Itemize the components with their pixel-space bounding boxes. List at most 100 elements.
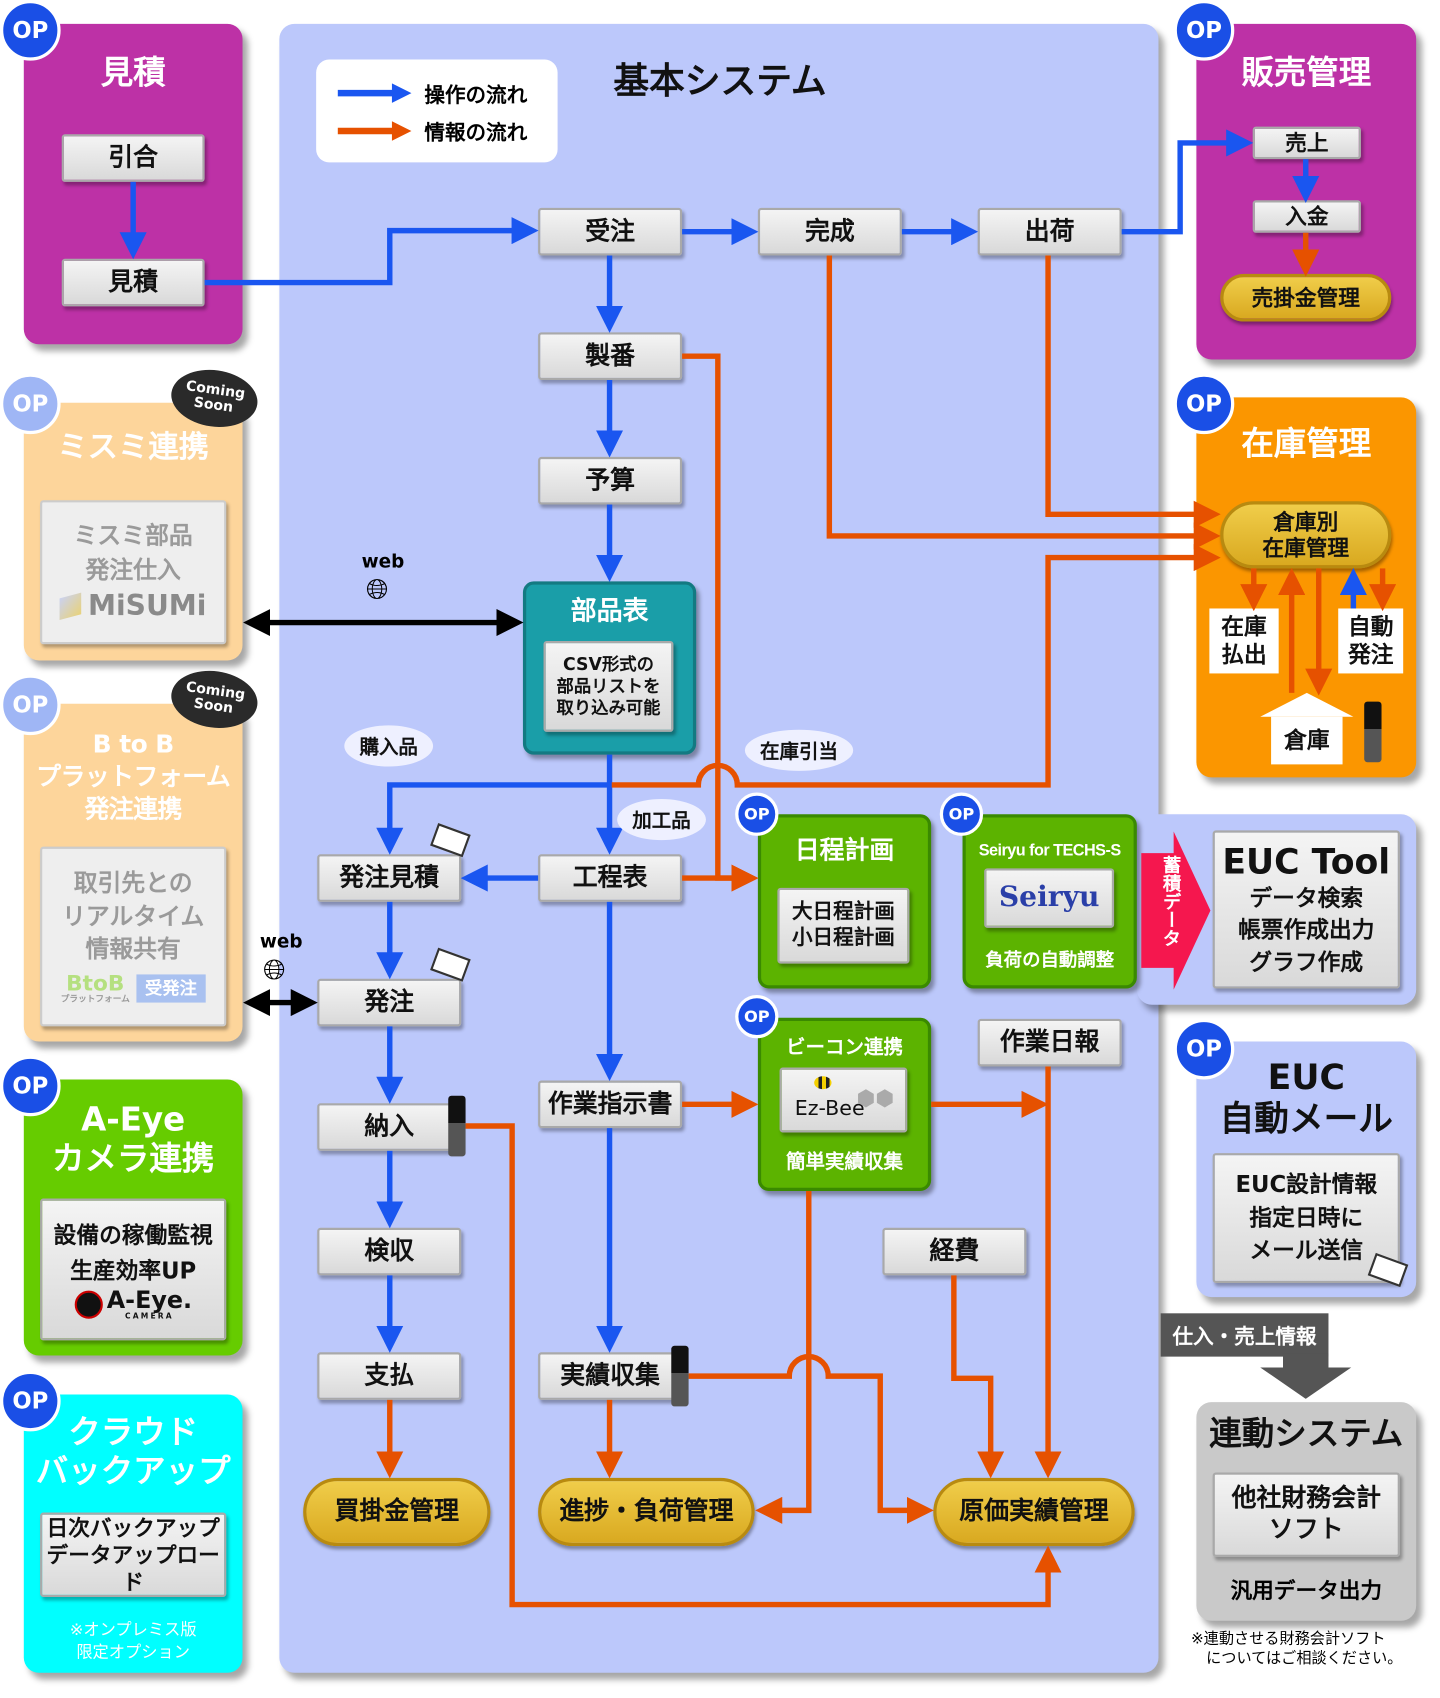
euc-tool-body: データ検索 帳票作成出力 グラフ作成 (1238, 885, 1375, 976)
handheld-terminal-icon (1364, 701, 1382, 763)
euc-tool-title: EUC Tool (1222, 841, 1391, 883)
node-kenshu[interactable]: 検収 (317, 1227, 462, 1276)
handheld-terminal-icon (448, 1095, 466, 1157)
btob-box: 取引先との リアルタイム 情報共有 BtoB プラットフォーム 受発注 (40, 846, 227, 1027)
btob-logo: BtoB プラットフォーム 受発注 (61, 972, 206, 1004)
globe-icon: 🌐︎ (263, 953, 286, 987)
goal-genka[interactable]: 原価実績管理 (933, 1477, 1135, 1547)
ezbee-logo: Ez-Bee ⬢⬢ (779, 1067, 908, 1133)
seiryu-logo: Seiryu (984, 868, 1115, 928)
renkei-box: 他社財務会計 ソフト (1212, 1472, 1400, 1557)
nittei-title: 日程計画 (794, 836, 895, 866)
node-juchu[interactable]: 受注 (538, 207, 683, 256)
node-yosan[interactable]: 予算 (538, 456, 683, 505)
bubble-kakou: 加工品 (617, 799, 706, 841)
btob-title: B to B プラットフォーム 発注連携 (36, 730, 231, 824)
aeye-body: 設備の稼働監視 生産効率UP (53, 1222, 213, 1285)
node-shiharai[interactable]: 支払 (317, 1352, 462, 1400)
beacon-caption: 簡単実績収集 (786, 1150, 903, 1174)
euc-mail-box: EUC設計情報 指定日時に メール送信 (1212, 1153, 1400, 1283)
btob-body: 取引先との リアルタイム 情報共有 (62, 870, 205, 965)
misumi-body: ミスミ部品 発注仕入 (73, 523, 193, 585)
hanbai-title: 販売管理 (1241, 54, 1372, 93)
aeye-logo: A-Eye. CAMERA (74, 1288, 192, 1320)
buhinhyo-title: 部品表 (570, 595, 649, 626)
camera-icon (74, 1290, 103, 1319)
node-nyunyu[interactable]: 納入 (317, 1103, 462, 1151)
goal-kaikake[interactable]: 買掛金管理 (303, 1477, 491, 1547)
node-nyukin[interactable]: 入金 (1252, 200, 1361, 233)
op-badge: OP (0, 373, 61, 435)
legend-information-label: 情報の流れ (424, 121, 528, 146)
node-hacchu-mitsumori[interactable]: 発注見積 (317, 854, 462, 902)
mitsumori-title: 見積 (100, 54, 166, 93)
misumi-title: ミスミ連携 (57, 428, 209, 465)
op-badge: OP (939, 792, 984, 836)
op-badge: OP (1173, 373, 1235, 435)
op-badge: OP (1173, 0, 1235, 61)
legend-operation-label: 操作の流れ (424, 83, 528, 108)
op-badge: OP (0, 674, 61, 736)
aeye-title: A-Eye カメラ連携 (51, 1101, 215, 1178)
renkei-note: ※連動させる財務会計ソフト についてはご相談ください。 (1190, 1630, 1403, 1668)
node-jisseki-shushu[interactable]: 実績収集 (538, 1352, 683, 1400)
buhinhyo-note: CSV形式の 部品リストを 取り込み可能 (543, 640, 674, 732)
bubble-zaiko-hikiate: 在庫引当 (744, 729, 854, 771)
web-label: web (361, 551, 405, 573)
nittei-body: 大日程計画 小日程計画 (777, 887, 910, 964)
op-badge: OP (0, 1370, 61, 1432)
main-title: 基本システム (613, 59, 827, 102)
node-koteihyo[interactable]: 工程表 (538, 854, 683, 902)
legend-arrows (337, 83, 412, 141)
cloud-title: クラウド バックアップ (35, 1414, 231, 1491)
globe-icon: 🌐︎ (365, 573, 389, 607)
renkei-arrow-label: 仕入・売上情報 (1160, 1313, 1329, 1357)
cloud-box: 日次バックアップ データアップロード (40, 1512, 227, 1597)
node-keihi[interactable]: 経費 (882, 1227, 1027, 1276)
node-kansei[interactable]: 完成 (757, 207, 902, 256)
renkei-down-arrow (1260, 1353, 1352, 1399)
op-badge: OP (1173, 1018, 1235, 1080)
bee-icon (814, 1076, 832, 1090)
btob-tag: 受発注 (136, 974, 206, 1003)
renkei-title: 連動システム (1209, 1415, 1404, 1453)
node-hikiai[interactable]: 引合 (61, 134, 205, 182)
zaiko-haraidashi: 在庫 払出 (1209, 608, 1279, 674)
bubble-konyu: 購入品 (344, 725, 434, 767)
goal-shinchoku[interactable]: 進捗・負荷管理 (538, 1477, 755, 1547)
cloud-note: ※オンプレミス版 限定オプション (69, 1619, 197, 1662)
seiryu-title: Seiryu for TECHS-S (978, 841, 1121, 860)
op-badge: OP (0, 1055, 61, 1117)
accumulated-data-arrow (1141, 831, 1211, 990)
misumi-cube-icon (59, 593, 82, 621)
seiryu-caption: 負荷の自動調整 (985, 949, 1115, 972)
renkei-caption: 汎用データ出力 (1230, 1577, 1383, 1604)
jido-hacchu: 自動 発注 (1338, 608, 1404, 674)
node-hacchu[interactable]: 発注 (317, 978, 462, 1027)
beacon-title: ビーコン連携 (786, 1036, 903, 1059)
handheld-terminal-icon (671, 1345, 689, 1407)
op-badge: OP (735, 792, 779, 836)
misumi-logo: MiSUMi (59, 589, 206, 624)
web-label: web (259, 931, 303, 953)
aeye-box: 設備の稼働監視 生産効率UP A-Eye. CAMERA (40, 1198, 227, 1341)
node-mitsumori[interactable]: 見積 (61, 258, 205, 307)
soko-house: 倉庫 (1260, 692, 1354, 765)
legend: 操作の流れ 情報の流れ (316, 59, 558, 163)
op-badge: OP (735, 995, 779, 1039)
node-sagyo-nippo[interactable]: 作業日報 (977, 1018, 1122, 1067)
node-uriage[interactable]: 売上 (1252, 126, 1361, 160)
node-sagyo-shijisho[interactable]: 作業指示書 (538, 1080, 683, 1129)
goal-sokobetsu-zaiko[interactable]: 倉庫別 在庫管理 (1220, 501, 1392, 569)
op-badge: OP (0, 0, 61, 61)
hexagon-icon: ⬢⬢ (856, 1084, 895, 1111)
misumi-box: ミスミ部品 発注仕入 MiSUMi (40, 500, 227, 645)
euc-mail-title: EUC 自動メール (1219, 1056, 1393, 1140)
euc-tool-box[interactable]: EUC Tool データ検索 帳票作成出力 グラフ作成 (1212, 830, 1400, 989)
goal-urikake[interactable]: 売掛金管理 (1220, 273, 1392, 322)
node-shukka[interactable]: 出荷 (977, 207, 1122, 256)
accumulated-data-label: 蓄積データ (1158, 855, 1181, 948)
node-seiban[interactable]: 製番 (538, 332, 683, 381)
zaiko-title: 在庫管理 (1241, 425, 1372, 464)
